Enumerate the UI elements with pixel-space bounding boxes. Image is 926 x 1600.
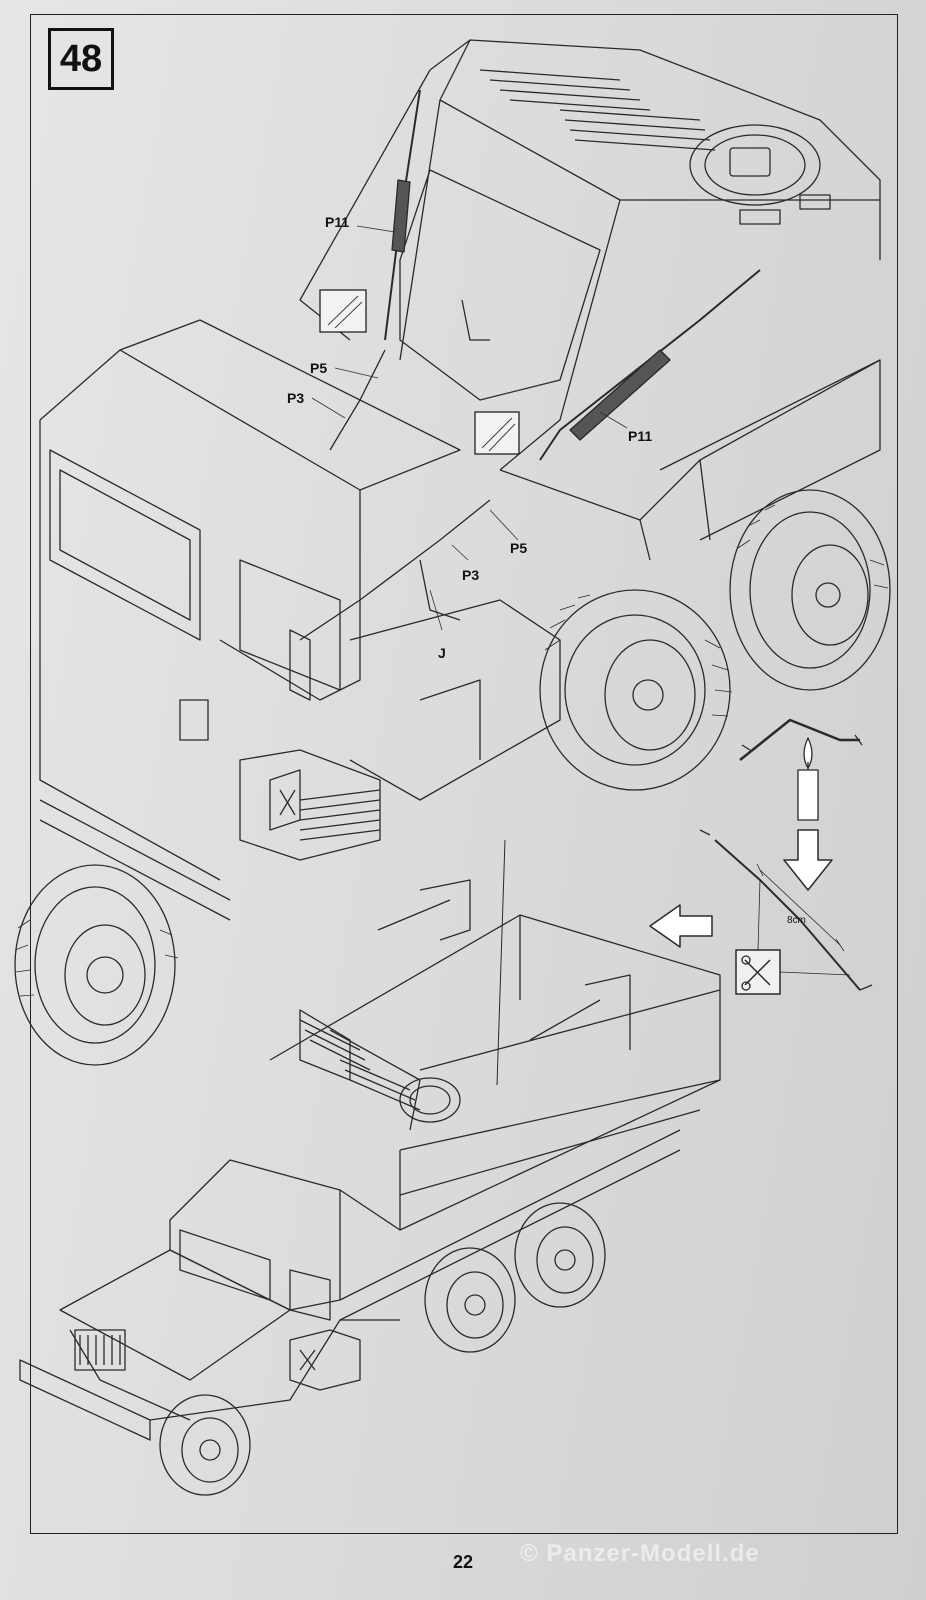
armored-body-top-view — [299, 39, 881, 641]
step-number: 48 — [59, 37, 103, 80]
callout-p3-left: P3 — [287, 390, 305, 406]
step-number-box: 48 — [48, 28, 114, 90]
callout-p3-right: P3 — [462, 567, 480, 583]
callout-p11-top: P11 — [325, 214, 350, 230]
left-arrow-icon — [649, 904, 713, 948]
stretch-instruction-diagram — [699, 718, 873, 995]
callout-p11-right: P11 — [628, 428, 653, 444]
wheels-top-view — [14, 489, 891, 1066]
stretch-length-label: 8cm — [787, 915, 806, 926]
page-frame — [30, 14, 898, 1534]
page-number: 22 — [452, 1552, 474, 1572]
callout-p5-right: P5 — [510, 540, 528, 556]
watermark: © Panzer-Modell.de — [520, 1540, 760, 1567]
callout-j: J — [438, 645, 446, 661]
callout-p5-left: P5 — [310, 360, 328, 376]
truck-cab-top-view — [39, 319, 561, 921]
truck-complete-view — [19, 839, 721, 1496]
